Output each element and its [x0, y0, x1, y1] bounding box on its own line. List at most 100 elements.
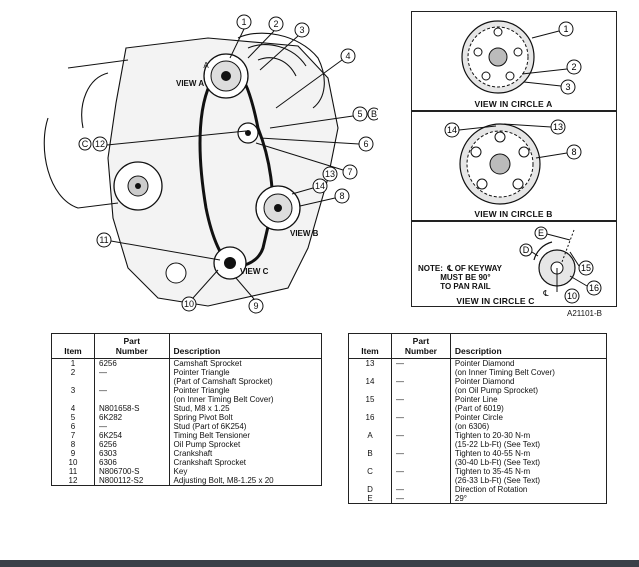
svg-text:9: 9: [253, 301, 258, 311]
table-row: 14—Pointer Diamond (on Oil Pump Sprocket…: [348, 377, 607, 395]
svg-text:16: 16: [589, 283, 599, 293]
circle-c-callout-d: D: [519, 243, 539, 257]
view-circle-c: NOTE: ℄ OF KEYWAY MUST BE 90° TO PAN RAI…: [412, 222, 615, 306]
svg-text:E: E: [538, 228, 544, 238]
view-circle-b: 14 13 8 VIEW IN CIRCLE B: [412, 112, 615, 220]
callout-1: 1: [229, 14, 252, 59]
centerline-symbol: ℄: [542, 289, 549, 298]
cell-item: 10: [51, 458, 95, 467]
svg-text:15: 15: [581, 263, 591, 273]
table-row: 16—Pointer Circle (on 6306): [348, 413, 607, 431]
cell-item: 3: [51, 386, 95, 404]
view-circle-a: 1 2 3 VIEW IN CIRCLE A: [412, 12, 615, 110]
cell-item: 13: [348, 358, 392, 377]
cell-part-number: —: [94, 368, 170, 386]
svg-text:7: 7: [347, 167, 352, 177]
cell-part-number: —: [391, 449, 451, 467]
cell-description: Pointer Triangle (on Inner Timing Belt C…: [173, 386, 274, 404]
divider: [411, 220, 616, 222]
svg-text:8: 8: [571, 147, 576, 157]
camshaft-sprocket: [203, 53, 249, 99]
callout-14: 14: [291, 178, 328, 195]
svg-text:3: 3: [565, 82, 570, 92]
cell-item: E: [348, 494, 392, 504]
cell-description: Stud, M8 x 1.25: [173, 404, 230, 413]
svg-text:10: 10: [184, 299, 194, 309]
circle-c-callout-e: E: [534, 226, 571, 241]
cell-item: 9: [51, 449, 95, 458]
col-header-description: Description: [169, 333, 322, 359]
callout-13: 13: [322, 166, 338, 182]
table-row: B—Tighten to 40-55 N-m (30-40 Lb-Ft) (Se…: [348, 449, 607, 467]
bottom-bar: [0, 560, 639, 567]
cell-item: 15: [348, 395, 392, 413]
timing-belt-tensioner: [237, 122, 259, 144]
cell-description: Timing Belt Tensioner: [173, 431, 251, 440]
callout-5: 5: [269, 106, 368, 129]
callout-6: 6: [259, 136, 374, 152]
svg-text:2: 2: [571, 62, 576, 72]
callout-letter-b: B: [367, 107, 378, 121]
table-row: E—29°: [348, 494, 607, 504]
cell-part-number: 6256: [94, 440, 170, 449]
svg-text:5: 5: [357, 109, 362, 119]
callout-10: 10: [181, 269, 219, 312]
svg-text:D: D: [523, 245, 530, 255]
cell-description: Crankshaft: [173, 449, 213, 458]
cell-description: Pointer Line (Part of 6019): [454, 395, 504, 413]
cell-description: Adjusting Bolt, M8-1.25 x 20: [173, 476, 274, 485]
cell-description: Pointer Circle (on 6306): [454, 413, 503, 431]
table-row: 15—Pointer Line (Part of 6019): [348, 395, 607, 413]
circle-c-crank-drawing: E D 15 16 10 ℄: [519, 226, 602, 304]
circle-b-sprocket-drawing: 14 13 8: [444, 119, 582, 205]
circle-a-callout-3: 3: [523, 79, 576, 95]
svg-text:13: 13: [553, 122, 563, 132]
label-view-b: VIEW B: [290, 229, 319, 238]
col-header-description: Description: [450, 333, 607, 359]
cell-part-number: 6K254: [94, 431, 170, 440]
svg-text:A: A: [203, 61, 209, 70]
col-header-part-number: Part Number: [94, 333, 170, 359]
circle-a-sprocket-drawing: 1 2 3: [461, 20, 582, 95]
svg-text:6: 6: [363, 139, 368, 149]
circle-c-callout-15: 15: [569, 251, 594, 276]
col-header-item: Item: [51, 333, 95, 359]
cell-part-number: N806700-S: [94, 467, 170, 476]
accessory-pulley: [113, 161, 163, 211]
col-header-part-number: Part Number: [391, 333, 451, 359]
cell-item: 2: [51, 368, 95, 386]
col-header-item: Item: [348, 333, 392, 359]
label-view-a: VIEW A: [176, 79, 204, 88]
table-row: 3—Pointer Triangle (on Inner Timing Belt…: [51, 386, 322, 404]
svg-text:8: 8: [339, 191, 344, 201]
circle-a-callout-1: 1: [531, 21, 574, 39]
callout-8: 8: [299, 188, 350, 207]
cell-item: C: [348, 467, 392, 485]
callout-7: 7: [255, 142, 358, 180]
divider: [411, 110, 616, 112]
cell-item: 11: [51, 467, 95, 476]
parts-table-right: Item Part Number Description 13—Pointer …: [348, 333, 607, 504]
crankshaft-sprocket: [213, 246, 247, 280]
engine-timing-belt-illustration: 1 2 3 4 5 B 6 7 8 9 10 11 12 C 13 14 A V…: [43, 14, 378, 314]
cell-description: Oil Pump Sprocket: [173, 440, 241, 449]
cell-description: Pointer Triangle (Part of Camshaft Sproc…: [173, 368, 273, 386]
cell-item: 16: [348, 413, 392, 431]
table-row: 2—Pointer Triangle (Part of Camshaft Spr…: [51, 368, 322, 386]
cell-description: Crankshaft Sprocket: [173, 458, 247, 467]
table-row: D—Direction of Rotation: [348, 485, 607, 494]
svg-text:3: 3: [299, 25, 304, 35]
svg-text:14: 14: [315, 181, 325, 191]
cell-part-number: —: [391, 413, 451, 431]
cell-item: D: [348, 485, 392, 494]
cell-description: Tighten to 40-55 N-m (30-40 Lb-Ft) (See …: [454, 449, 541, 467]
circle-c-callout-10: 10: [564, 288, 580, 304]
cell-description: Direction of Rotation: [454, 485, 528, 494]
cell-description: Tighten to 35-45 N-m (26-33 Lb-Ft) (See …: [454, 467, 541, 485]
